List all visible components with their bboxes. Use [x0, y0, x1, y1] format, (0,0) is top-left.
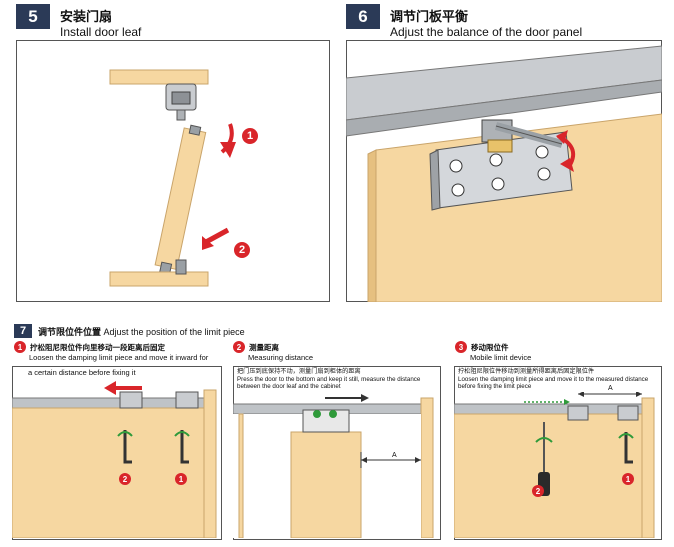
step5-title-en: Install door leaf	[60, 25, 142, 39]
sub2-zh: 测量距离	[249, 342, 279, 352]
allen-key-left	[123, 430, 132, 464]
step7-sub1: 1 拧松阻尼限位件向里移动一段距离后固定 Loosen the damping …	[14, 341, 219, 362]
step6-badge: 6	[346, 4, 380, 29]
sub2-en: Measuring distance	[248, 353, 314, 362]
sub3-en3: before fixing the limit piece	[458, 383, 532, 390]
bottom-board	[109, 271, 209, 287]
step5-illustration	[16, 40, 330, 302]
step5-panel: 5 安装门扇 Install door leaf 1 2	[16, 4, 330, 302]
sub1-marker-2: 2	[119, 473, 131, 485]
step6-number: 6	[358, 6, 368, 26]
sub3-dim-label: A	[608, 385, 613, 392]
sub3-illustration	[454, 392, 655, 538]
step5-number: 5	[28, 6, 38, 26]
sub2-number: 2	[233, 341, 245, 353]
sub3-en2: Loosen the damping limit piece and move …	[458, 375, 649, 383]
step7-title-zh: 调节限位件位置	[38, 328, 102, 338]
sub1-marker-1: 1	[175, 473, 187, 485]
step6-panel: 6 调节门板平衡 Adjust the balance of the door …	[346, 4, 662, 302]
sub2-notes: 把门压到底保持不动，测量门扇到柜体的距离 Press the door to t…	[237, 368, 437, 391]
sub3-zh2: 拧松阻尼限位件移动到测量所得距离后固定限位件	[458, 368, 595, 375]
sub1-en2: a certain distance before fixing it	[28, 368, 136, 377]
sub3-number: 3	[455, 341, 467, 353]
door-leaf-2	[290, 431, 362, 538]
step7-title: 调节限位件位置 Adjust the position of the limit…	[38, 325, 245, 338]
rotate-arrow	[220, 123, 234, 154]
sub3-marker-2: 2	[532, 485, 544, 497]
allen-key-right	[180, 430, 189, 464]
step6-title-zh: 调节门板平衡	[390, 10, 469, 25]
step5-marker-1: 2	[234, 242, 250, 258]
sub3-zh: 移动限位件	[471, 342, 509, 352]
step7-title-en: Adjust the position of the limit piece	[103, 327, 245, 337]
top-board	[109, 69, 209, 85]
step6-title-en: Adjust the balance of the door panel	[390, 25, 583, 39]
step5-badge: 5	[16, 4, 50, 29]
sub2-dim-label: A	[392, 452, 397, 459]
step7-sub3: 3 移动限位件 Mobile limit device	[455, 341, 660, 362]
sub2-illustration	[233, 394, 434, 538]
step7-number: 7	[19, 325, 27, 337]
step5-title-zh: 安装门扇	[60, 10, 113, 25]
sub3-marker-1: 1	[622, 473, 634, 485]
step6-illustration	[346, 40, 662, 302]
sub3-en: Mobile limit device	[470, 353, 532, 362]
sub2-en3: between the door leaf and the cabinet	[237, 383, 341, 390]
sub3-notes: 拧松阻尼限位件移动到测量所得距离后固定限位件 Loosen the dampin…	[458, 368, 658, 391]
step7-sub2: 2 测量距离 Measuring distance	[233, 341, 438, 362]
sub1-illustration	[12, 381, 217, 538]
sub2-en2: Press the door to the bottom and keep it…	[237, 375, 421, 383]
sub1-zh: 拧松阻尼限位件向里移动一段距离后固定	[30, 342, 165, 352]
push-arrow	[204, 227, 230, 245]
allen-key-3	[624, 432, 633, 464]
sub1-number: 1	[14, 341, 26, 353]
sub2-zh2: 把门压到底保持不动，测量门扇到柜体的距离	[237, 368, 361, 375]
top-track	[346, 45, 662, 121]
sub1-en1: Loosen the damping limit piece and move …	[29, 353, 209, 362]
step5-marker-2: 1	[242, 128, 258, 144]
step7-badge: 7	[14, 324, 32, 338]
